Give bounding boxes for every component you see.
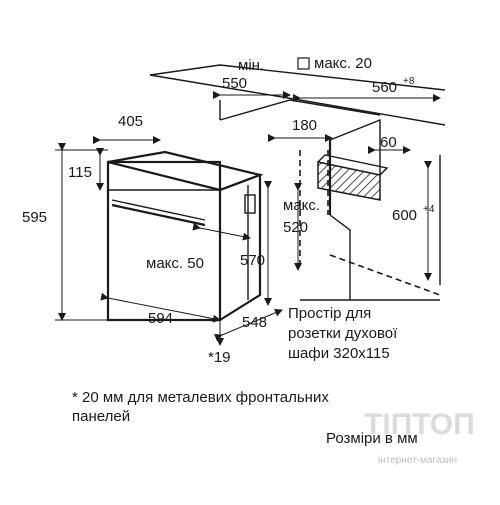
- label-550: 550: [222, 75, 247, 92]
- max20-symbol: [297, 57, 310, 70]
- label-405: 405: [118, 113, 143, 130]
- footnote-line-1: * 20 мм для металевих фронтальних: [72, 389, 329, 406]
- label-180: 180: [292, 117, 317, 134]
- units-note: Розміри в мм: [326, 430, 418, 447]
- watermark: ТІПТОП інтернет-магазин: [364, 408, 475, 466]
- oven-body: [106, 150, 264, 322]
- label-600-sup: +4: [423, 204, 435, 215]
- dimension-labels: мін. 550 макс. 20 560 +8 405 180 60 115 …: [22, 55, 435, 366]
- label-max: макс.: [283, 197, 320, 214]
- label-60: 60: [380, 134, 397, 151]
- label-max20: макс. 20: [314, 55, 372, 72]
- label-570: 570: [240, 252, 265, 269]
- socket-note-line-1: Простір для: [288, 305, 371, 322]
- label-594: 594: [148, 310, 173, 327]
- socket-note: Простір для розетки духової шафи 320х115: [288, 305, 398, 362]
- label-115: 115: [68, 164, 92, 181]
- label-560: 560: [372, 79, 397, 96]
- footnote-line-2: панелей: [72, 408, 130, 425]
- footnote: * 20 мм для металевих фронтальних панеле…: [72, 389, 329, 425]
- watermark-subtitle: інтернет-магазин: [378, 455, 457, 466]
- label-max50: макс. 50: [146, 255, 204, 272]
- label-595: 595: [22, 209, 47, 226]
- socket-space: [317, 154, 389, 201]
- dimension-lines: [55, 91, 441, 346]
- label-19: *19: [208, 349, 231, 366]
- label-548: 548: [242, 314, 267, 331]
- watermark-brand: ТІПТОП: [364, 408, 475, 441]
- label-520: 520: [283, 219, 308, 236]
- label-min: мін.: [238, 57, 264, 74]
- socket-note-line-2: розетки духової: [288, 325, 398, 342]
- socket-note-line-3: шафи 320х115: [288, 345, 390, 362]
- label-560-sup: +8: [403, 76, 415, 87]
- label-600: 600: [392, 207, 417, 224]
